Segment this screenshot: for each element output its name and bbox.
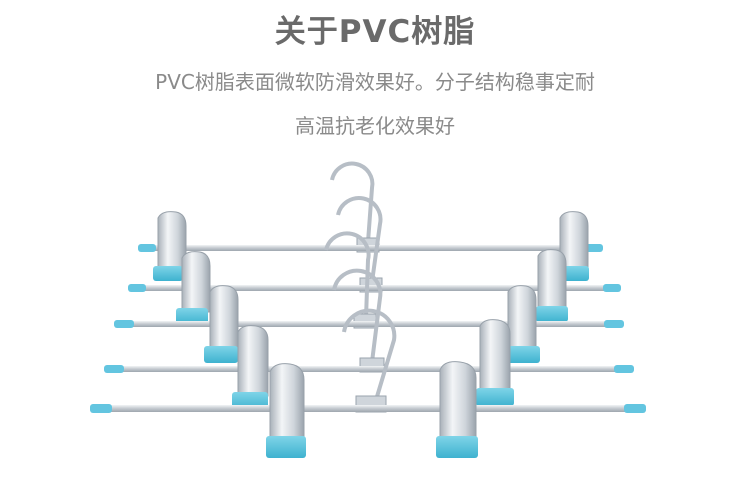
clip-right: [506, 285, 540, 363]
hanger-illustration: [90, 161, 646, 458]
hanger-2: [128, 196, 621, 324]
end-cap-left: [138, 244, 156, 252]
description-line-2: 高温抗老化效果好: [295, 114, 455, 138]
end-cap-left: [90, 404, 112, 413]
end-cap-right: [614, 365, 634, 373]
hook: [324, 231, 371, 319]
end-cap-right: [603, 284, 621, 292]
description-line-1: PVC树脂表面微软防滑效果好。分子结构稳事定耐: [155, 70, 595, 94]
end-cap-right: [624, 404, 646, 413]
hanger-1: [138, 161, 603, 281]
end-cap-right: [585, 244, 603, 252]
clip-left: [176, 251, 211, 324]
bar: [104, 405, 640, 412]
hook: [342, 308, 397, 401]
clip-right: [536, 249, 568, 322]
bar: [118, 366, 628, 372]
end-cap-left: [128, 284, 146, 292]
bar: [128, 321, 618, 327]
page-title: 关于PVC树脂: [274, 14, 476, 50]
end-cap-left: [114, 320, 134, 328]
hook: [336, 196, 383, 283]
clip-left: [204, 285, 239, 363]
clip-left: [153, 211, 187, 281]
end-cap-left: [104, 365, 124, 373]
bar: [150, 245, 590, 251]
hanger-3: [114, 231, 624, 363]
hanger-4: [104, 268, 634, 410]
hook: [332, 268, 383, 363]
clip-left: [266, 363, 306, 458]
clip-right: [559, 211, 589, 281]
hanger-5: [90, 308, 646, 458]
hook: [330, 161, 375, 243]
bar: [140, 285, 610, 291]
clip-right: [476, 319, 514, 406]
clip-right: [436, 361, 478, 458]
end-cap-right: [604, 320, 624, 328]
